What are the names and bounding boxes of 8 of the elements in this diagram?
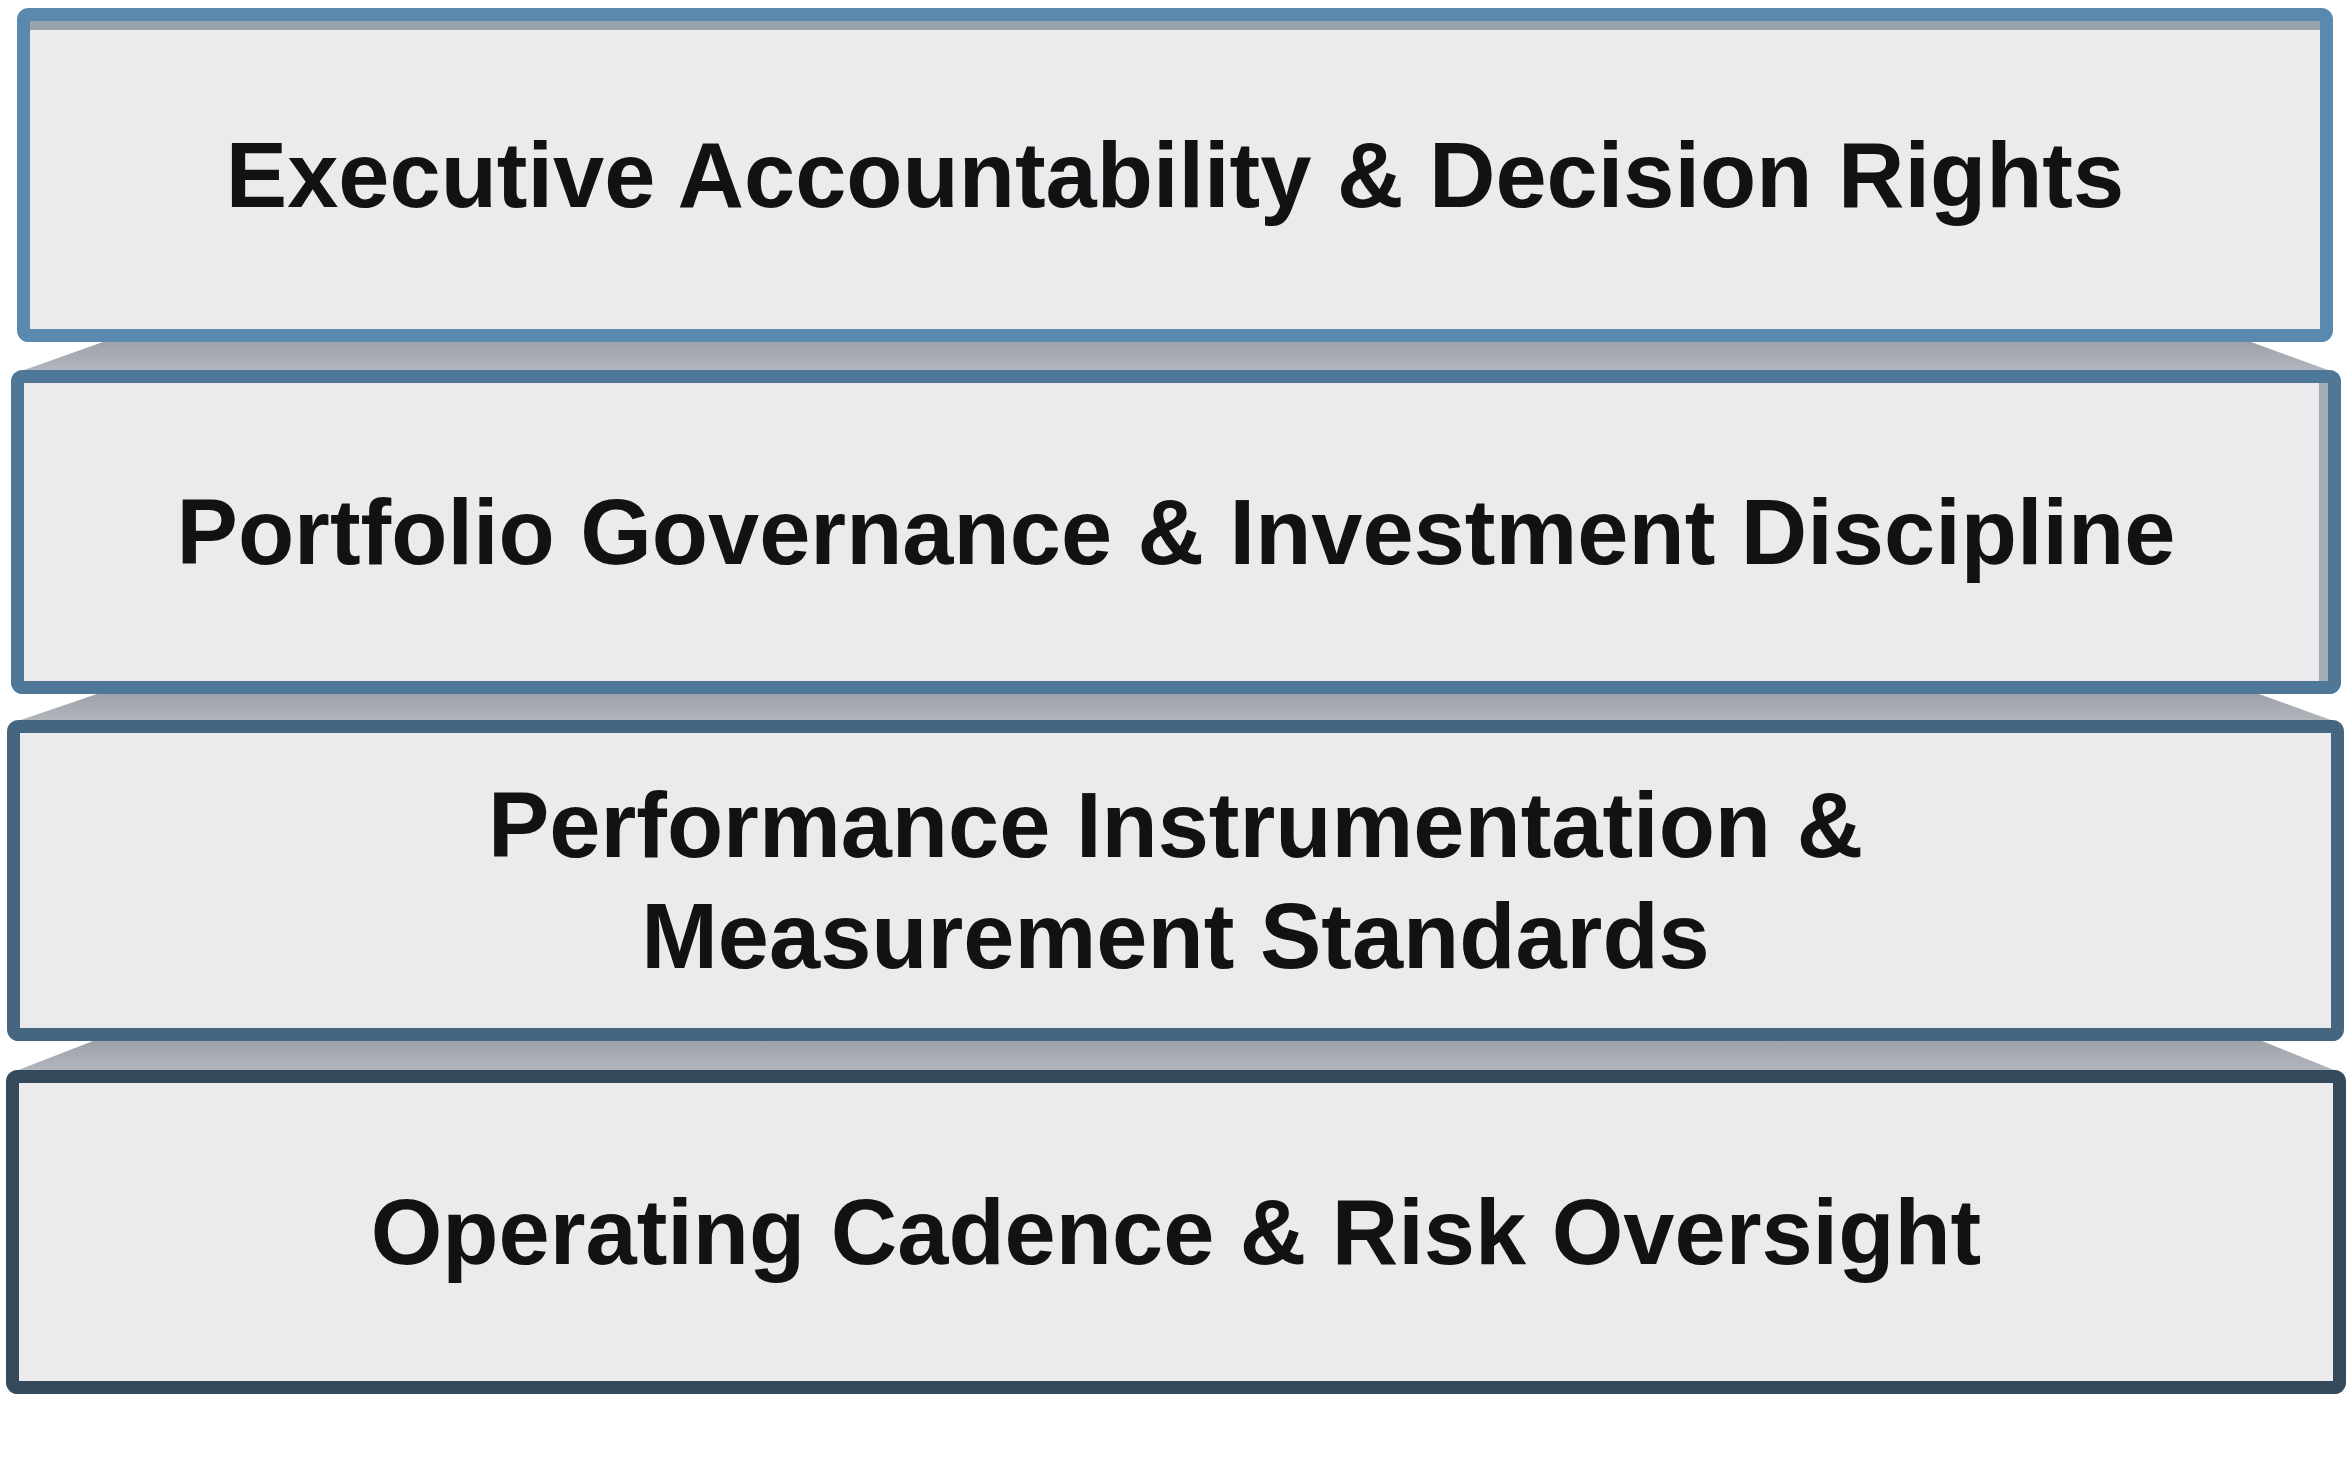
layer-slab [17,8,2333,342]
layer-title: Operating Cadence & Risk Oversight [370,1179,1982,1285]
layer-slab [11,342,2341,694]
layer-slab [7,694,2344,1041]
layer-title: Portfolio Governance & Investment Discipline [176,479,2176,585]
layer-title: Performance Instrumentation & Measurement Standards [486,773,1865,989]
layer-slab [6,1041,2346,1394]
layer-title: Executive Accountability & Decision Rights [225,122,2125,228]
